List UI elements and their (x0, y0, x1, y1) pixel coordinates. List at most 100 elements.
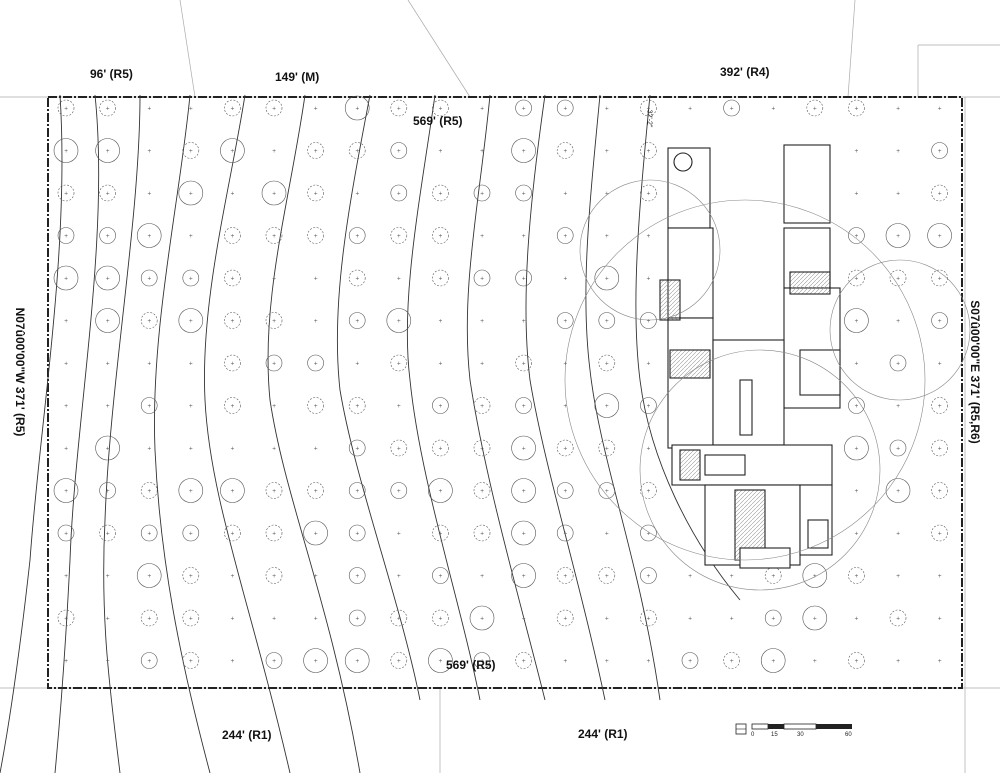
tree-canopy (57, 99, 75, 117)
tree-canopy (307, 142, 324, 159)
tree-canopy (848, 397, 865, 414)
tree-marker: + (854, 106, 858, 112)
tree-marker: + (106, 361, 110, 367)
tree-canopy (885, 478, 911, 503)
tree-canopy (344, 95, 370, 121)
tree-marker: + (397, 149, 401, 155)
tree-canopy (640, 524, 657, 542)
tree-canopy (511, 138, 536, 163)
tree-canopy (348, 142, 366, 159)
tree-marker: + (64, 489, 68, 495)
label-left-side: N07û00'00"W 371' (R5) (13, 307, 27, 437)
tree-canopy (515, 397, 532, 414)
tree-canopy (307, 184, 324, 202)
tree-marker: + (189, 361, 193, 367)
tree-marker: + (314, 234, 318, 240)
tree-marker: + (605, 361, 609, 367)
tree-canopy (53, 478, 79, 503)
tree-marker: + (563, 574, 567, 580)
tree-marker: + (314, 446, 318, 452)
tree-marker: + (522, 319, 526, 325)
tree-canopy (182, 269, 200, 287)
tree-canopy (178, 180, 204, 206)
tree-canopy (515, 99, 532, 117)
tree-marker: + (64, 574, 68, 580)
tree-marker: + (938, 446, 942, 452)
tree-marker: + (522, 531, 526, 537)
tree-marker: + (438, 489, 442, 495)
tree-canopy (178, 308, 204, 333)
tree-marker: + (230, 574, 234, 580)
tree-canopy (723, 652, 740, 669)
tree-marker: + (230, 531, 234, 537)
label-right-side: S07û00'00"E 371' (R5,R6) (968, 300, 982, 444)
tree-canopy (473, 482, 491, 499)
tree-marker: + (272, 659, 276, 665)
tree-canopy (95, 138, 120, 163)
tree-marker: + (854, 446, 858, 452)
tree-marker: + (938, 489, 942, 495)
tree-canopy (140, 269, 158, 287)
tree-canopy (390, 609, 408, 627)
tree-marker: + (106, 149, 110, 155)
tree-marker: + (938, 191, 942, 197)
tree-marker: + (854, 616, 858, 622)
tree-marker: + (938, 361, 942, 367)
tree-canopy (432, 227, 449, 244)
tree-marker: + (397, 404, 401, 410)
property-boundary (47, 96, 963, 689)
tree-marker: + (314, 489, 318, 495)
tree-marker: + (230, 404, 234, 410)
tree-canopy (931, 312, 948, 329)
tree-canopy (931, 269, 948, 287)
tree-canopy (224, 524, 241, 542)
tree-canopy (99, 99, 116, 117)
tree-marker: + (64, 616, 68, 622)
tree-canopy (348, 312, 366, 329)
tree-marker: + (314, 106, 318, 112)
tree-marker: + (563, 361, 567, 367)
tree-marker: + (688, 106, 692, 112)
tree-marker: + (605, 191, 609, 197)
tree-marker: + (896, 489, 900, 495)
tree-canopy (931, 482, 948, 499)
tree-marker: + (438, 149, 442, 155)
tree-canopy (57, 609, 75, 627)
tree-marker: + (147, 446, 151, 452)
tree-marker: + (854, 276, 858, 282)
tree-marker: + (480, 659, 484, 665)
tree-marker: + (522, 276, 526, 282)
tree-marker: + (771, 659, 775, 665)
tree-canopy (390, 227, 408, 244)
tree-canopy (348, 482, 366, 499)
tree-canopy (220, 138, 245, 163)
tree-canopy (140, 609, 158, 627)
tree-marker: + (314, 191, 318, 197)
tree-marker: + (230, 319, 234, 325)
tree-marker: + (480, 149, 484, 155)
tree-canopy (848, 227, 865, 244)
tree-marker: + (355, 446, 359, 452)
tree-canopy (224, 354, 241, 372)
tree-marker: + (522, 659, 526, 665)
tree-marker: + (938, 404, 942, 410)
tree-marker: + (189, 319, 193, 325)
tree-canopy (556, 482, 574, 499)
tree-marker: + (438, 191, 442, 197)
tree-marker: + (397, 616, 401, 622)
tree-canopy (140, 482, 158, 499)
tree-marker: + (106, 319, 110, 325)
tree-marker: + (730, 574, 734, 580)
tree-marker: + (522, 574, 526, 580)
scale-tick-0: 0 (751, 732, 755, 738)
tree-marker: + (272, 234, 276, 240)
tree-canopy (95, 308, 120, 333)
tree-marker: + (938, 659, 942, 665)
tree-marker: + (522, 446, 526, 452)
tree-marker: + (272, 149, 276, 155)
tree-marker: + (605, 574, 609, 580)
tree-canopy (556, 567, 574, 584)
tree-marker: + (314, 319, 318, 325)
tree-canopy (931, 439, 948, 457)
tree-grid: + + + + + + + + + + + + + + + + + + + + + + + + + + + + + + + + + + + + + + + +… (53, 95, 952, 673)
